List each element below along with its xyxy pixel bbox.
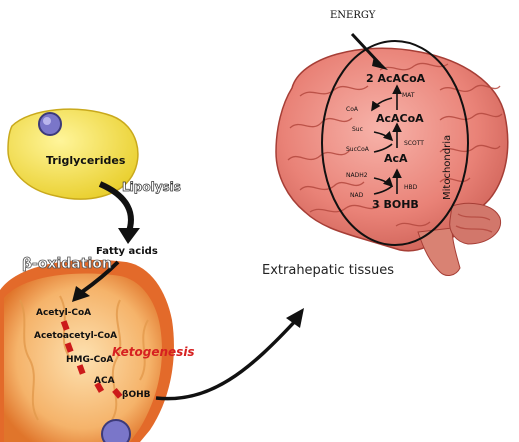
aca-right-label: AcA [384,152,408,165]
acacoa-label: AcACoA [376,112,424,125]
nadh-label: NADH2 [346,172,368,179]
energy-label: ENERGY [330,10,375,21]
acetoacetyl-coa-label: Acetoacetyl-CoA [34,331,117,341]
aca-label: ACA [94,376,115,386]
lipolysis-arrow-head [118,228,140,244]
beta-oxidation-label: β-oxidation [22,256,112,272]
succoa-label: SucCoA [346,146,369,153]
coa-label: CoA [346,106,358,113]
hbd-label: HBD [404,184,417,191]
suc-label: Suc [352,126,363,133]
acetyl-coa-label: Acetyl-CoA [36,308,91,318]
bohb-label: βOHB [122,390,151,400]
two-acacoa-label: 2 AcACoA [366,72,425,85]
transport-arrow-head [286,308,304,328]
mat-label: MAT [402,92,414,99]
hmg-coa-label: HMG-CoA [66,355,113,365]
nad-label: NAD [350,192,363,199]
three-bohb-label: 3 BOHB [372,198,419,211]
extrahepatic-tissues-label: Extrahepatic tissues [262,263,394,278]
scott-label: SCOTT [404,140,424,147]
ketogenesis-label: Ketogenesis [112,345,195,359]
lipolysis-label: Lipolysis [122,180,181,194]
triglycerides-label: Triglycerides [46,154,125,167]
mitochondria-label: Mitochondria [442,135,453,200]
